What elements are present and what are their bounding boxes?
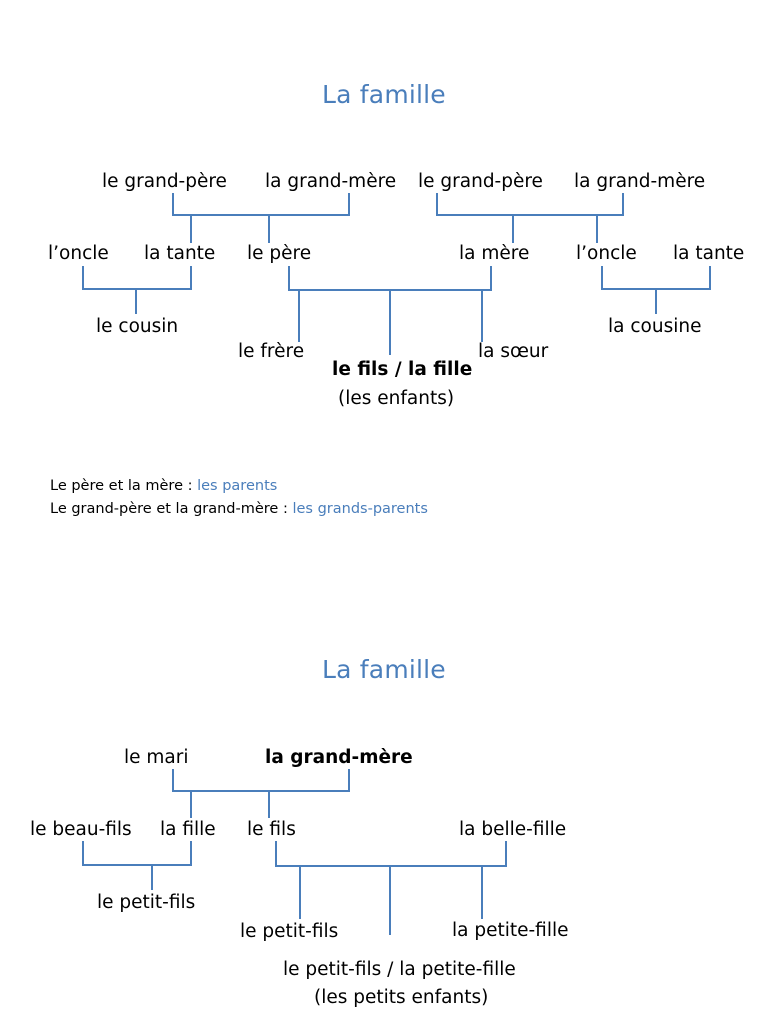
connector	[348, 769, 350, 791]
label-children: (les enfants)	[338, 388, 455, 409]
connector	[436, 193, 438, 215]
connector	[268, 790, 270, 818]
label-grandfather-paternal: le grand-père	[102, 171, 227, 192]
label-aunt-right: la tante	[673, 243, 745, 264]
connector	[172, 790, 350, 792]
connector	[82, 864, 192, 866]
label-grandfather-maternal: le grand-père	[418, 171, 543, 192]
connector	[622, 193, 624, 215]
label-granddaughter: la petite-fille	[452, 920, 569, 941]
label-aunt-left: la tante	[144, 243, 216, 264]
connector	[275, 841, 277, 866]
connector	[601, 266, 603, 289]
connector	[709, 266, 711, 289]
label-husband: le mari	[124, 747, 189, 768]
label-grandchildren-group: (les petits enfants)	[314, 987, 489, 1008]
label-daughter-in-law: la belle-fille	[459, 819, 567, 840]
label-mother: la mère	[459, 243, 530, 264]
note-parents-term: les parents	[197, 478, 278, 494]
label-sister: la sœur	[478, 341, 549, 362]
connector	[596, 214, 598, 243]
connector	[82, 841, 84, 865]
connector	[348, 193, 350, 215]
label-cousine: la cousine	[608, 316, 702, 337]
page-title-1: La famille	[322, 80, 446, 109]
note-parents-text: Le père et la mère :	[50, 478, 198, 494]
label-daughter: la fille	[160, 819, 216, 840]
label-brother: le frère	[238, 341, 305, 362]
label-cousin: le cousin	[96, 316, 179, 337]
connector	[288, 266, 290, 290]
connector	[505, 841, 507, 866]
connector	[151, 864, 153, 890]
label-grandmother: la grand-mère	[265, 747, 413, 768]
label-grandchildren: le petit-fils / la petite-fille	[283, 959, 516, 980]
label-son-in-law: le beau-fils	[30, 819, 132, 840]
connector	[172, 193, 174, 215]
label-grandson: le petit-fils	[240, 921, 339, 942]
label-father: le père	[247, 243, 312, 264]
label-grandmother-paternal: la grand-mère	[265, 171, 397, 192]
label-uncle-right: l’oncle	[576, 243, 637, 264]
connector	[298, 289, 300, 342]
page-title-2: La famille	[322, 655, 446, 684]
label-grandmother-maternal: la grand-mère	[574, 171, 706, 192]
note-grandparents-text: Le grand-père et la grand-mère :	[50, 501, 293, 517]
label-son: le fils	[247, 819, 296, 840]
label-son-daughter: le fils / la fille	[332, 359, 473, 380]
connector	[135, 288, 137, 314]
connector	[190, 214, 192, 243]
connector	[172, 214, 350, 216]
label-uncle-left: l’oncle	[48, 243, 109, 264]
note-grandparents: Le grand-père et la grand-mère : les gra…	[50, 501, 428, 517]
connector	[82, 288, 192, 290]
label-grandson-left: le petit-fils	[97, 892, 196, 913]
connector	[389, 289, 391, 355]
connector	[655, 288, 657, 314]
connector	[512, 214, 514, 243]
connector	[275, 865, 507, 867]
connector	[172, 769, 174, 791]
connector	[82, 266, 84, 289]
note-grandparents-term: les grands-parents	[292, 501, 428, 517]
connector	[268, 214, 270, 243]
connector	[490, 266, 492, 290]
connector	[389, 865, 391, 935]
connector	[481, 865, 483, 919]
connector	[436, 214, 624, 216]
connector	[190, 841, 192, 865]
connector	[299, 865, 301, 919]
note-parents: Le père et la mère : les parents	[50, 478, 277, 494]
connector	[190, 266, 192, 289]
connector	[481, 289, 483, 342]
connector	[190, 790, 192, 818]
